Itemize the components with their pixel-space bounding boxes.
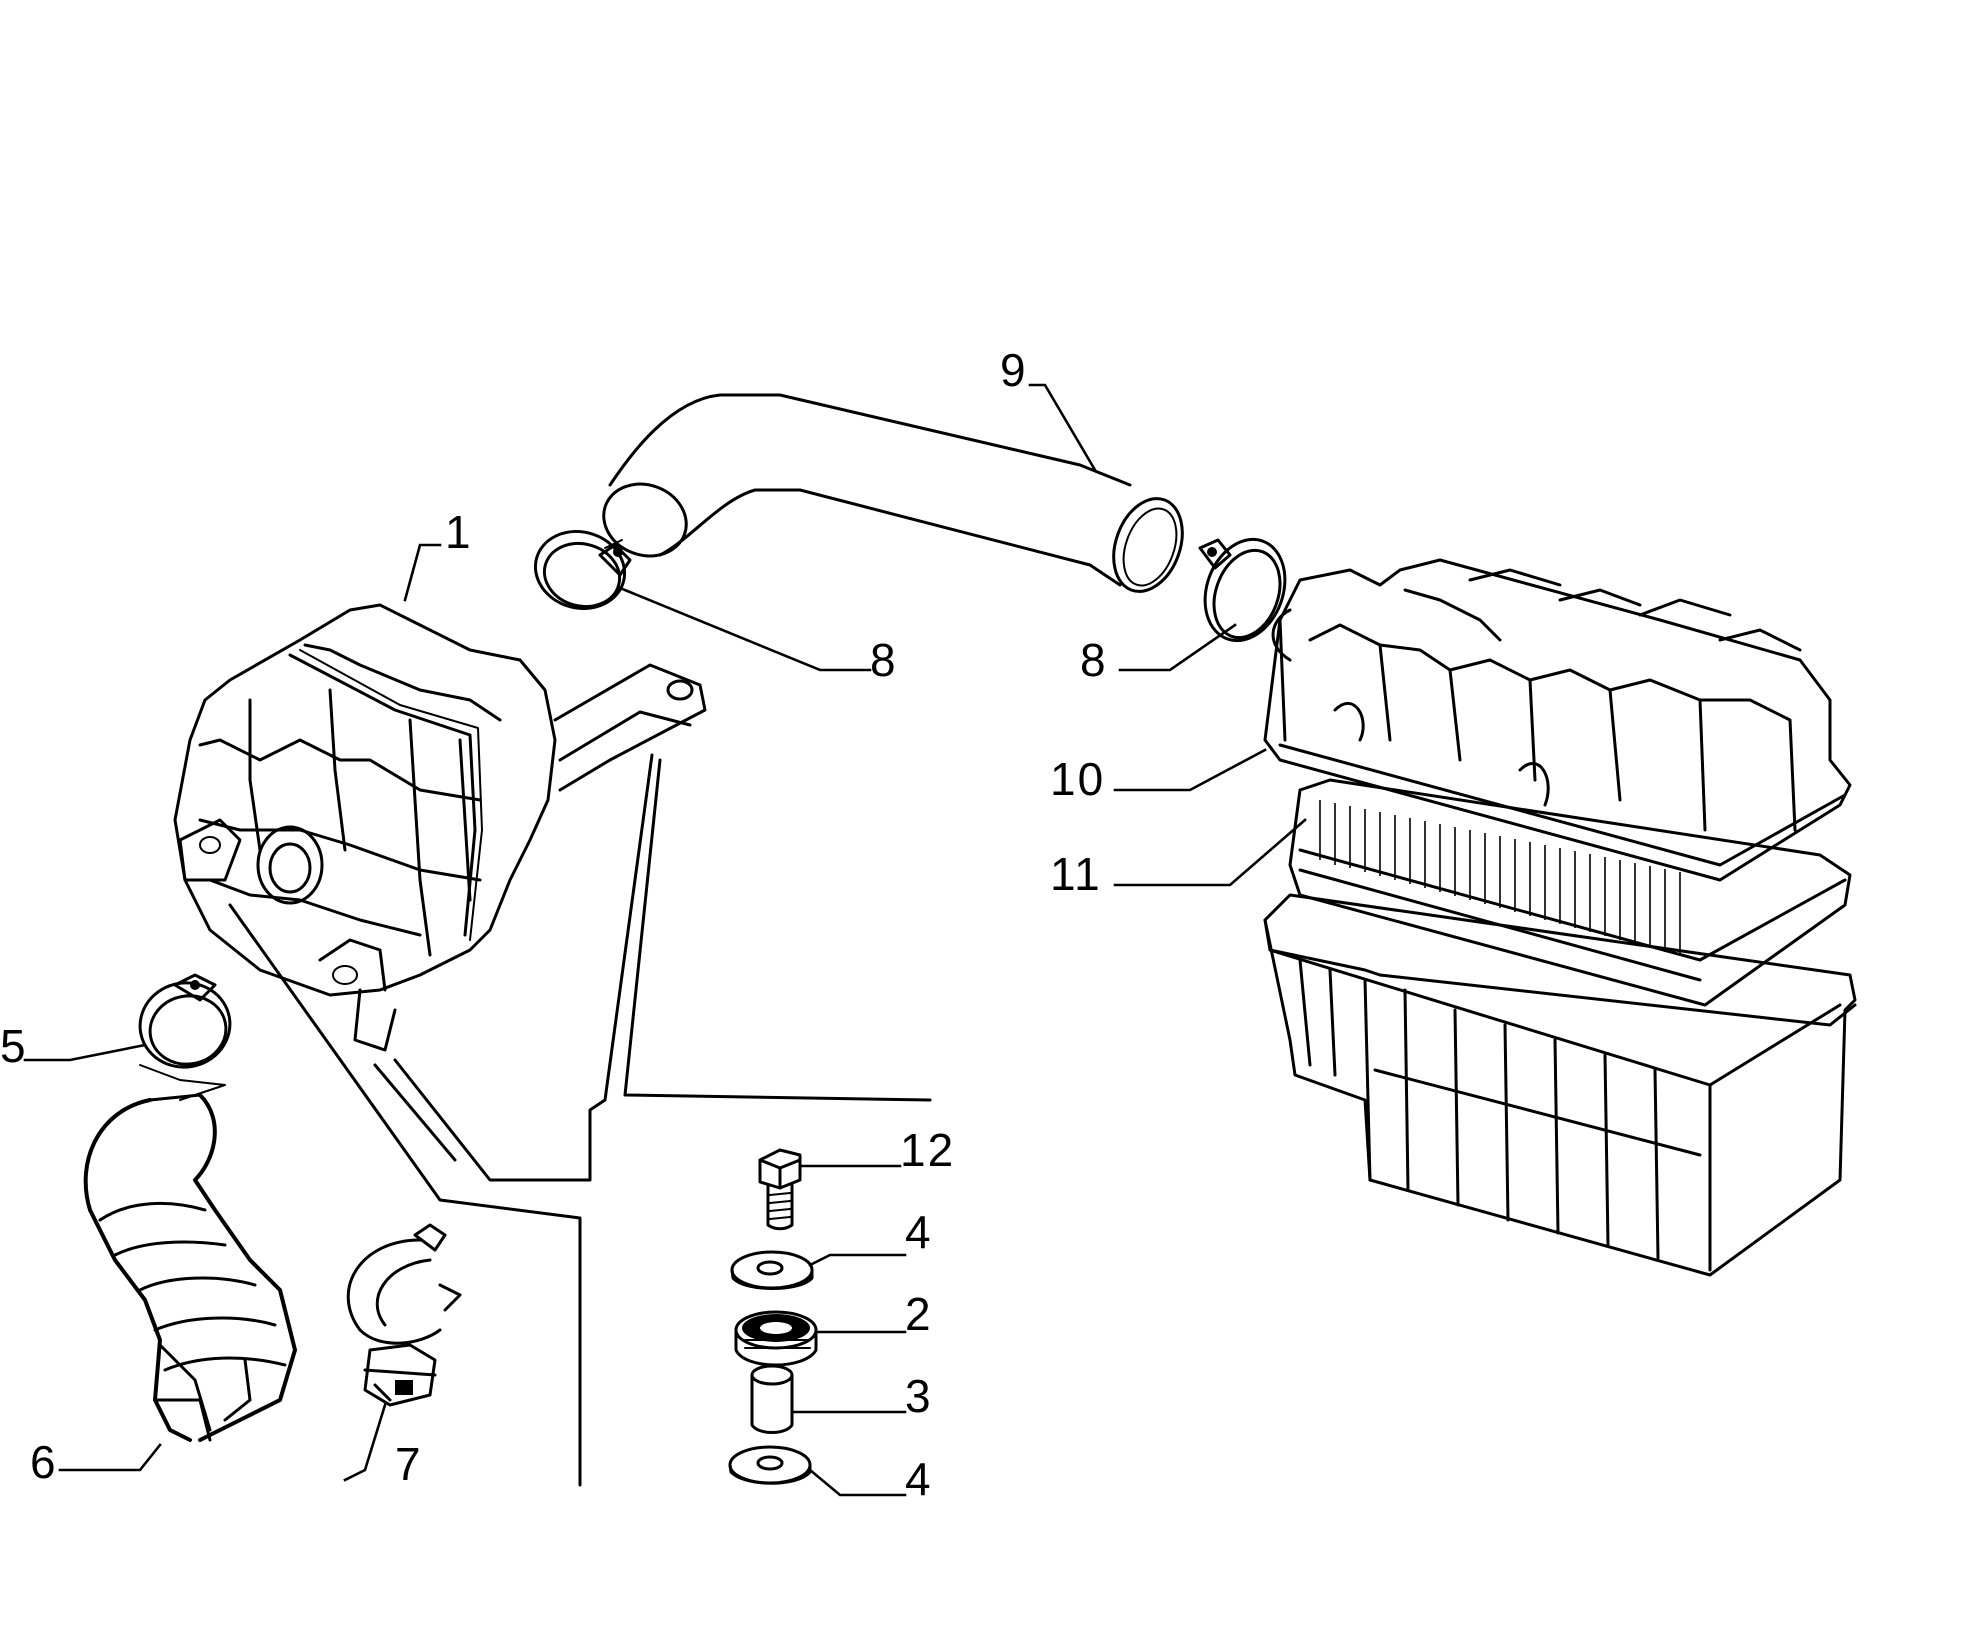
callout-7: 7 (395, 1438, 423, 1490)
callout-10: 10 (1050, 753, 1105, 805)
resonator-box (173, 603, 707, 1052)
assembly-guide-lines (139, 753, 932, 1487)
air-filter-cover (1263, 558, 1852, 882)
air-filter-lower-housing (1263, 893, 1857, 1277)
callout-8-left: 8 (870, 634, 898, 686)
corrugated-inlet-hose (83, 1093, 297, 1442)
intake-hose (602, 393, 1184, 593)
mounting-bracket-clip (346, 1223, 462, 1407)
washer-lower (728, 1445, 812, 1485)
callout-3: 3 (905, 1370, 933, 1422)
hose-clamp-left (533, 529, 632, 611)
callout-4-upper: 4 (905, 1206, 933, 1258)
callout-2: 2 (905, 1288, 933, 1340)
callout-9: 9 (1000, 344, 1028, 396)
callout-5: 5 (0, 1020, 28, 1072)
hose-clamp-small (138, 973, 232, 1069)
washer-upper (730, 1250, 814, 1290)
callout-8-right: 8 (1080, 634, 1108, 686)
callout-12: 12 (900, 1124, 955, 1176)
callout-6: 6 (30, 1436, 58, 1488)
filter-element (1288, 778, 1852, 1007)
callout-4-lower: 4 (905, 1453, 933, 1505)
spacer-sleeve (750, 1364, 794, 1434)
bolt (758, 1148, 802, 1231)
hose-clamp-right (1198, 537, 1287, 643)
callout-1: 1 (445, 506, 473, 558)
callout-11: 11 (1050, 848, 1102, 900)
callout-labels: 1 8 9 8 10 11 12 4 2 3 4 5 6 7 (0, 344, 1108, 1505)
leader-lines (23, 383, 1307, 1497)
rubber-bushing (734, 1310, 818, 1367)
